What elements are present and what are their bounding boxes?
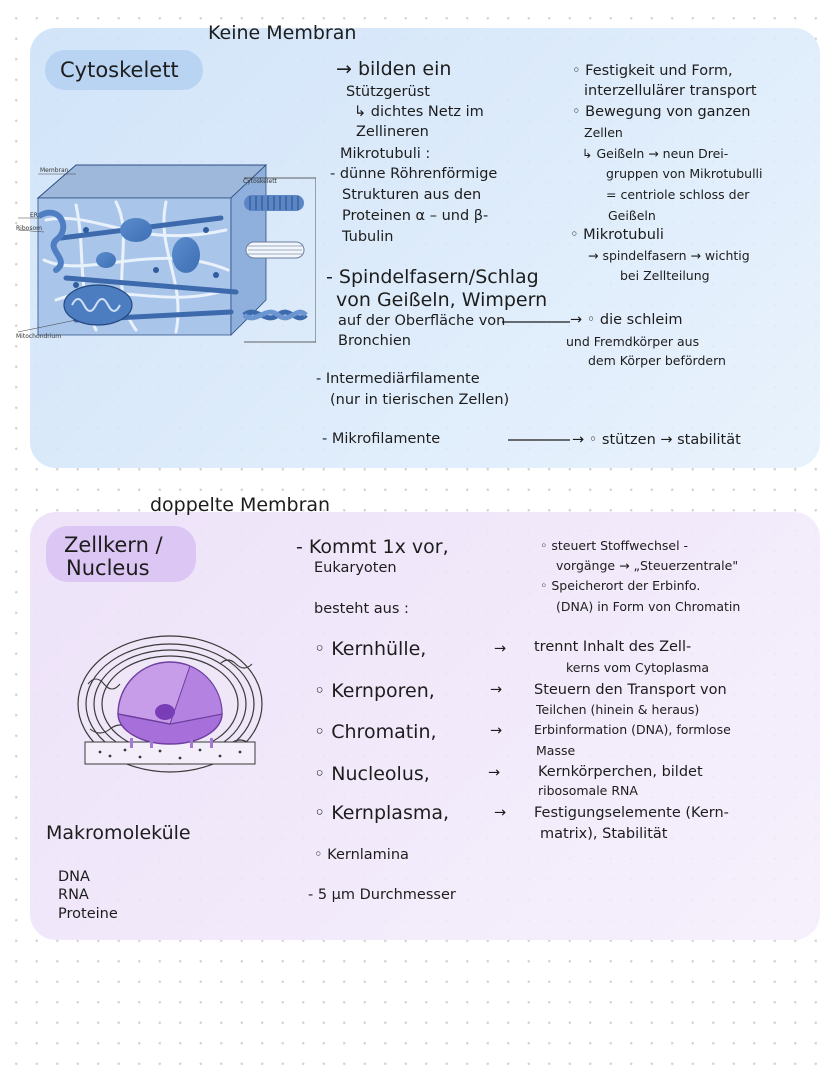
cyto-line: Mikrotubuli : [340,146,431,162]
kern-arrow: → [490,723,503,739]
label-double-membrane: doppelte Membran [150,494,331,516]
cyto-right-line: → ◦ die schleim [570,312,683,328]
kern-desc: Kernkörperchen, bildet [538,764,703,780]
kern-intro-line: - Kommt 1x vor, [296,536,449,558]
cyto-line: - Mikrofilamente [322,431,441,447]
kern-desc: Teilchen (hinein & heraus) [536,702,700,717]
cyto-line: Stützgerüst [346,84,430,100]
cyto-right-line: dem Körper befördern [588,353,726,368]
macro-item: DNA [58,869,90,885]
cytoskeleton-diagram [17,164,316,343]
kern-intro-line: besteht aus : [314,601,409,617]
kern-right-intro: vorgänge → „Steuerzentrale" [556,558,739,573]
kern-desc: kerns vom Cytoplasma [566,660,710,675]
kern-desc: Steuern den Transport von [534,682,727,698]
diagram-label-mitochondrion: Mitochondrium [16,333,62,340]
cyto-right-line: ◦ Festigkeit und Form, [572,63,733,79]
cyto-line: Tubulin [342,229,394,245]
connector-line [502,321,570,323]
kern-right-intro: ◦ Speicherort der Erbinfo. [540,578,701,593]
diagram-label-ribosome: Ribosom [16,225,42,232]
cyto-right-line: → ◦ stützen → stabilität [572,432,741,448]
cyto-right-line: bei Zellteilung [620,268,710,283]
section-title-cytoskeleton: Cytoskelett [60,58,179,82]
cyto-right-line: → spindelfasern → wichtig [588,248,750,263]
kern-desc: Masse [536,743,576,758]
kern-desc: ribosomale RNA [538,783,638,798]
kern-desc: trennt Inhalt des Zell- [534,639,692,655]
cyto-right-line: Geißeln [608,208,656,223]
kern-item: ◦ Kernlamina [314,847,409,863]
macro-item: RNA [58,887,89,903]
kern-intro-line: Eukaryoten [314,560,397,576]
title-highlight [46,526,196,582]
cyto-line: auf der Oberfläche von [338,313,506,329]
kern-item: ◦ Chromatin, [314,721,437,743]
cyto-right-line: ◦ Bewegung von ganzen [572,104,751,120]
cyto-right-line: ◦ Mikrotubuli [570,227,664,243]
cyto-line: Strukturen aus den [342,187,482,203]
kern-desc: Erbinformation (DNA), formlose [534,722,731,737]
cyto-right-line: und Fremdkörper aus [566,334,700,349]
cyto-right-line: Zellen [584,125,623,140]
kern-item: ◦ Nucleolus, [314,763,430,785]
diagram-label-membrane: Membran [40,167,69,174]
title-highlight [45,50,203,90]
cyto-right-line: = centriole schloss der [606,187,750,202]
kern-item: ◦ Kernporen, [314,680,435,702]
cyto-line: Zellineren [356,124,429,140]
macro-title: Makromoleküle [46,822,191,844]
macro-item: Proteine [58,906,118,922]
kern-arrow: → [494,641,507,657]
kern-item: ◦ Kernhülle, [314,638,427,660]
cyto-right-line: interzellulärer transport [584,83,757,99]
kern-arrow: → [488,765,501,781]
cyto-line: - Intermediärfilamente [316,371,480,387]
section-title-nucleus: Zellkern / [64,533,163,557]
section-title-nucleus-sub: Nucleus [66,556,150,580]
kern-right-intro: ◦ steuert Stoffwechsel - [540,538,689,553]
cyto-line: - Spindelfasern/Schlag [326,266,539,288]
cyto-right-line: gruppen von Mikrotubulli [606,166,763,181]
diagram-label-cytoskeleton: Cytoskelett [243,178,277,185]
cyto-line: Proteinen α – und β- [342,208,489,224]
label-no-membrane: Keine Membran [208,22,357,44]
cyto-line: Bronchien [338,333,411,349]
kern-arrow: → [490,682,503,698]
kern-arrow: → [494,805,507,821]
connector-line [508,439,570,441]
nucleus-diagram [77,635,263,773]
cyto-line: - dünne Röhrenförmige [330,166,498,182]
cyto-line: (nur in tierischen Zellen) [330,392,510,408]
kern-right-intro: (DNA) in Form von Chromatin [556,599,741,614]
cyto-line: von Geißeln, Wimpern [336,289,548,311]
kern-desc: matrix), Stabilität [540,826,668,842]
kern-diameter: - 5 µm Durchmesser [308,887,456,903]
cyto-line: ↳ dichtes Netz im [354,104,484,120]
cyto-line: → bilden ein [336,58,452,80]
cyto-right-line: ↳ Geißeln → neun Drei- [582,146,729,161]
kern-desc: Festigungselemente (Kern- [534,805,729,821]
diagram-label-er: ER [30,212,38,219]
kern-item: ◦ Kernplasma, [314,802,450,824]
